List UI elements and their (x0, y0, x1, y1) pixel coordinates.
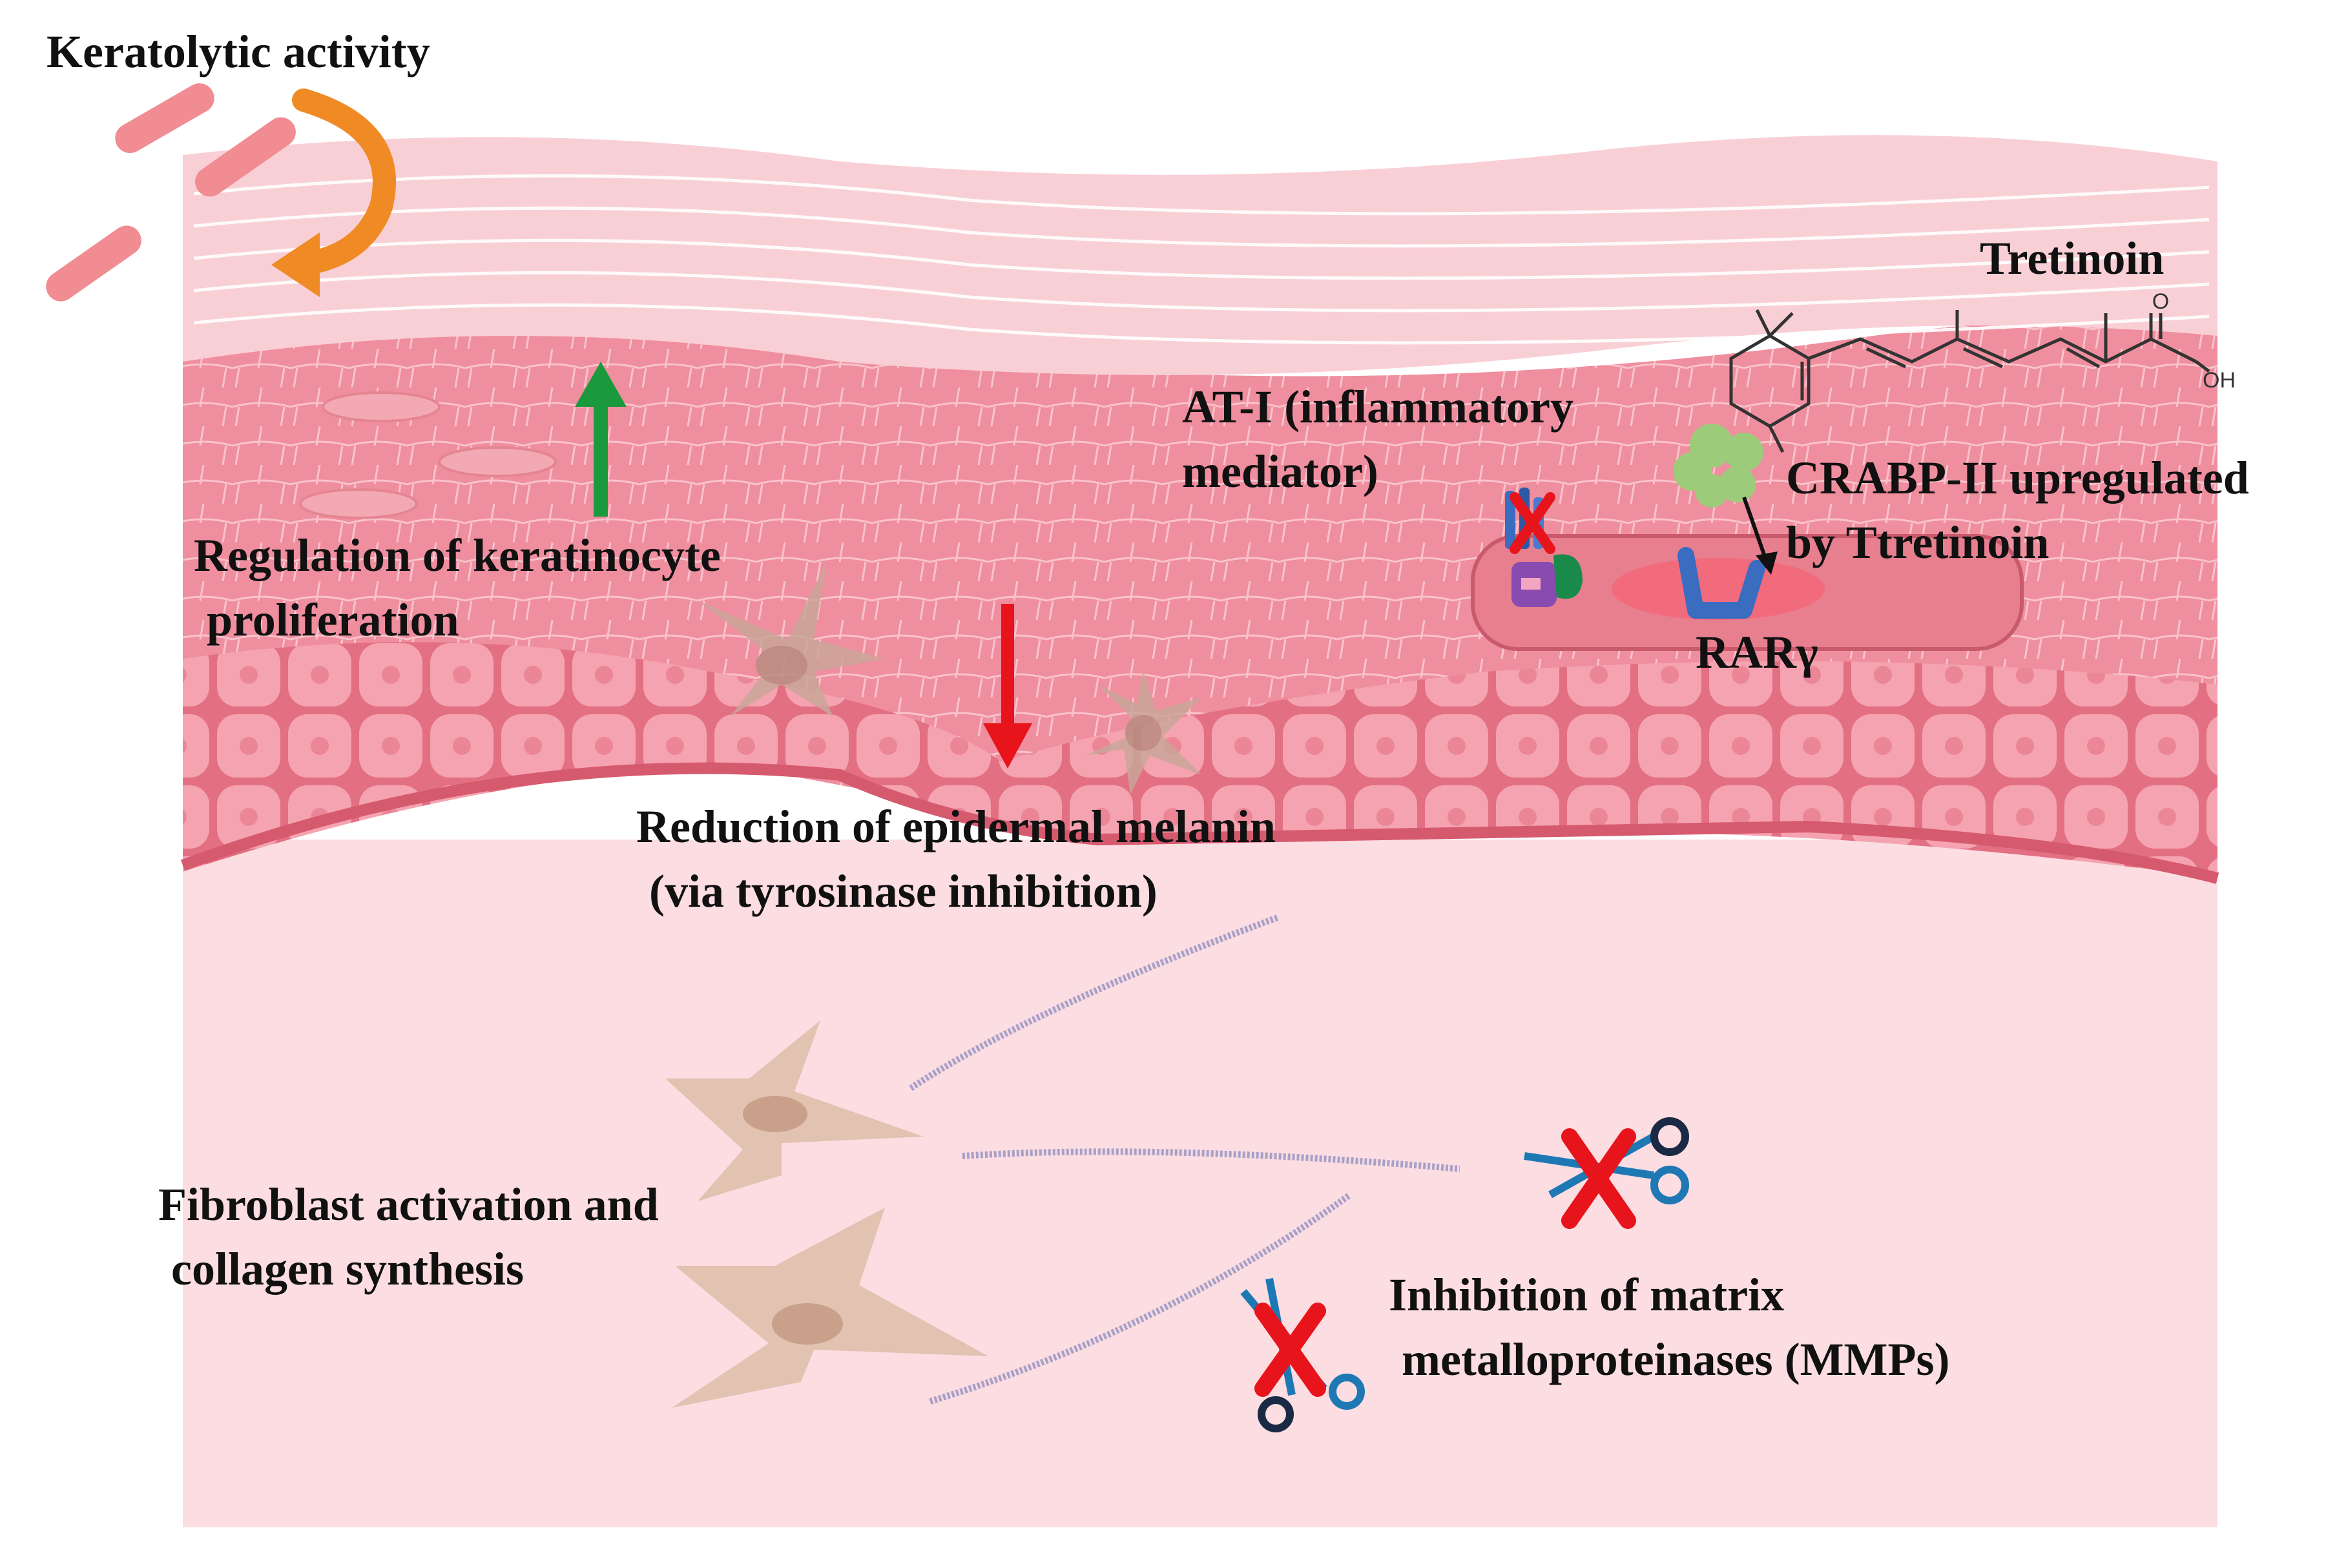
green-up-arrow-icon (575, 362, 627, 517)
stratum-corneum-layer (183, 135, 2217, 375)
dermis-layer (183, 840, 2217, 1527)
red-x-icon (1254, 1303, 1326, 1397)
oxygen-atom-label: O (2152, 289, 2169, 314)
fibroblast-activation-label: Fibroblast activation and collagen synth… (158, 1179, 659, 1295)
collagen-fibers (909, 914, 1460, 1405)
tretinoin-label: Tretinoin (1980, 232, 2165, 284)
red-down-arrow-icon (983, 604, 1032, 769)
corneum-lines (193, 174, 2210, 345)
basal-layer (183, 642, 2217, 878)
crabp-ii-icon (1673, 424, 1763, 508)
hydroxyl-label: OH (2203, 368, 2236, 393)
at1-label: AT-I (inflammatory mediator) (1182, 381, 1573, 497)
melanocyte (698, 562, 885, 717)
flattened-keratinocytes (299, 391, 557, 519)
red-x-icon (1561, 1128, 1636, 1229)
crabp-ii-label: CRABP-II upregulated by Ttretinoin (1786, 452, 2249, 568)
melanocyte (1085, 672, 1201, 794)
rar-gamma-receptor-icon (1677, 547, 1765, 619)
rar-gamma-label: RARγ (1696, 626, 1818, 678)
melanin-reduction-label: Reduction of epidermal melanin (via tyro… (636, 801, 1276, 917)
crabp-to-rar-arrow (1742, 497, 1778, 575)
shed-corneocytes (46, 83, 296, 302)
keratinocyte-proliferation-label: Regulation of keratinocyte proliferation (194, 530, 721, 646)
red-x-icon (1510, 492, 1555, 554)
fibroblast (665, 1020, 924, 1201)
keratolytic-activity-label: Keratolytic activity (47, 26, 430, 77)
basement-membrane (180, 762, 2219, 884)
orange-curved-arrow-icon (271, 88, 396, 297)
fibroblast (672, 1208, 988, 1408)
mmp-inhibition-label: Inhibition of matrix metalloproteinases … (1389, 1269, 1950, 1385)
tretinoin-structure-icon (1729, 309, 2210, 453)
